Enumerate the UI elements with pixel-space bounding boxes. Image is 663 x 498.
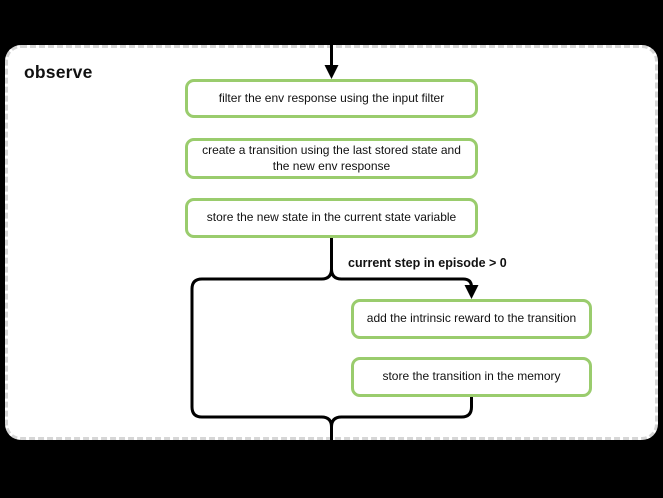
branch-condition-label: current step in episode > 0 <box>348 256 507 270</box>
flow-step-label: add the intrinsic reward to the transiti… <box>366 311 577 326</box>
flow-step-label: create a transition using the last store… <box>202 142 461 173</box>
flow-step-store-new-state: store the new state in the current state… <box>185 198 478 238</box>
flow-step-label: store the transition in the memory <box>382 369 561 384</box>
flow-step-label: filter the env response using the input … <box>218 90 445 105</box>
flow-step-create-transition: create a transition using the last store… <box>185 138 478 179</box>
flow-step-add-intrinsic-reward: add the intrinsic reward to the transiti… <box>351 299 592 339</box>
flow-step-filter-env-response: filter the env response using the input … <box>185 79 478 118</box>
flow-step-label: store the new state in the current state… <box>206 210 457 225</box>
flow-step-store-transition: store the transition in the memory <box>351 357 592 397</box>
group-title: observe <box>24 62 93 82</box>
